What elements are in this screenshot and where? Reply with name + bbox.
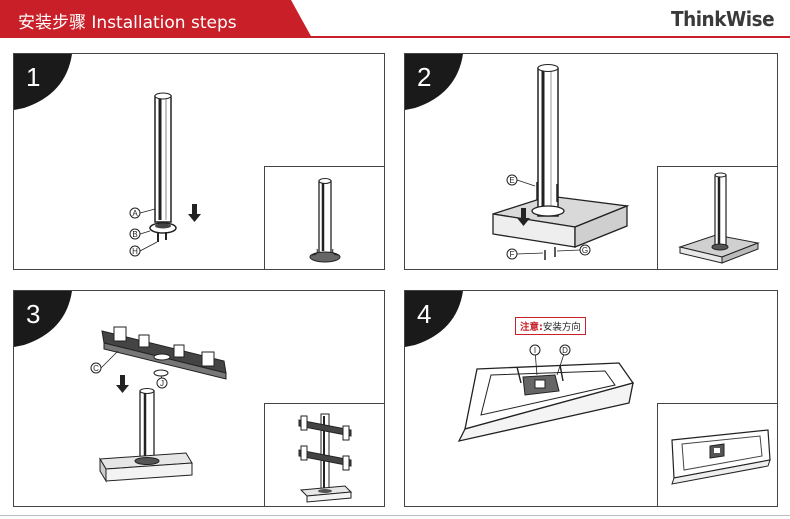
step-4-illustration: I D [457,344,635,442]
step-3-result-inset [264,403,384,506]
page-title: 安装步骤 Installation steps [18,13,237,33]
callout-i: I [534,346,536,355]
step-2-panel: 2 E F G [404,53,778,270]
step-3-number: 3 [26,299,41,329]
step-1-illustration: A B H [129,92,201,257]
step-2-number: 2 [417,62,432,92]
callout-h: H [132,247,138,256]
step-4-panel: 4 注意:安装方向 I D [404,290,778,507]
step-4-number: 4 [417,299,432,329]
callout-f: F [510,250,515,259]
step-1-result-inset [264,166,384,269]
step-1-number: 1 [26,62,41,92]
step-1-badge: 1 [14,54,74,110]
step-3-panel: 3 C J [13,290,385,507]
step-3-illustration: C J [90,326,227,483]
step-3-badge: 3 [14,291,74,347]
notice-warning-label: 注意: [520,322,543,333]
callout-e: E [509,176,514,185]
step-2-result-inset [657,166,777,269]
step-2-illustration: E F G [492,64,630,260]
notice-text: 安装方向 [542,322,581,333]
installation-direction-notice: 注意:安装方向 [515,317,586,335]
callout-b: B [132,230,137,239]
step-1-panel: 1 A B H [13,53,385,270]
step-4-badge: 4 [405,291,465,347]
brand-logo: ThinkWise [670,7,775,31]
callout-d: D [562,346,568,355]
title-banner [0,0,312,38]
header-divider [0,36,790,38]
page-header: 安装步骤 Installation steps ThinkWise [0,0,790,38]
step-4-result-inset [657,403,777,506]
step-2-badge: 2 [405,54,465,110]
bottom-divider [0,515,790,516]
callout-g: G [582,246,588,255]
callout-c: C [93,364,99,373]
callout-j: J [160,379,164,388]
callout-a: A [132,209,138,218]
